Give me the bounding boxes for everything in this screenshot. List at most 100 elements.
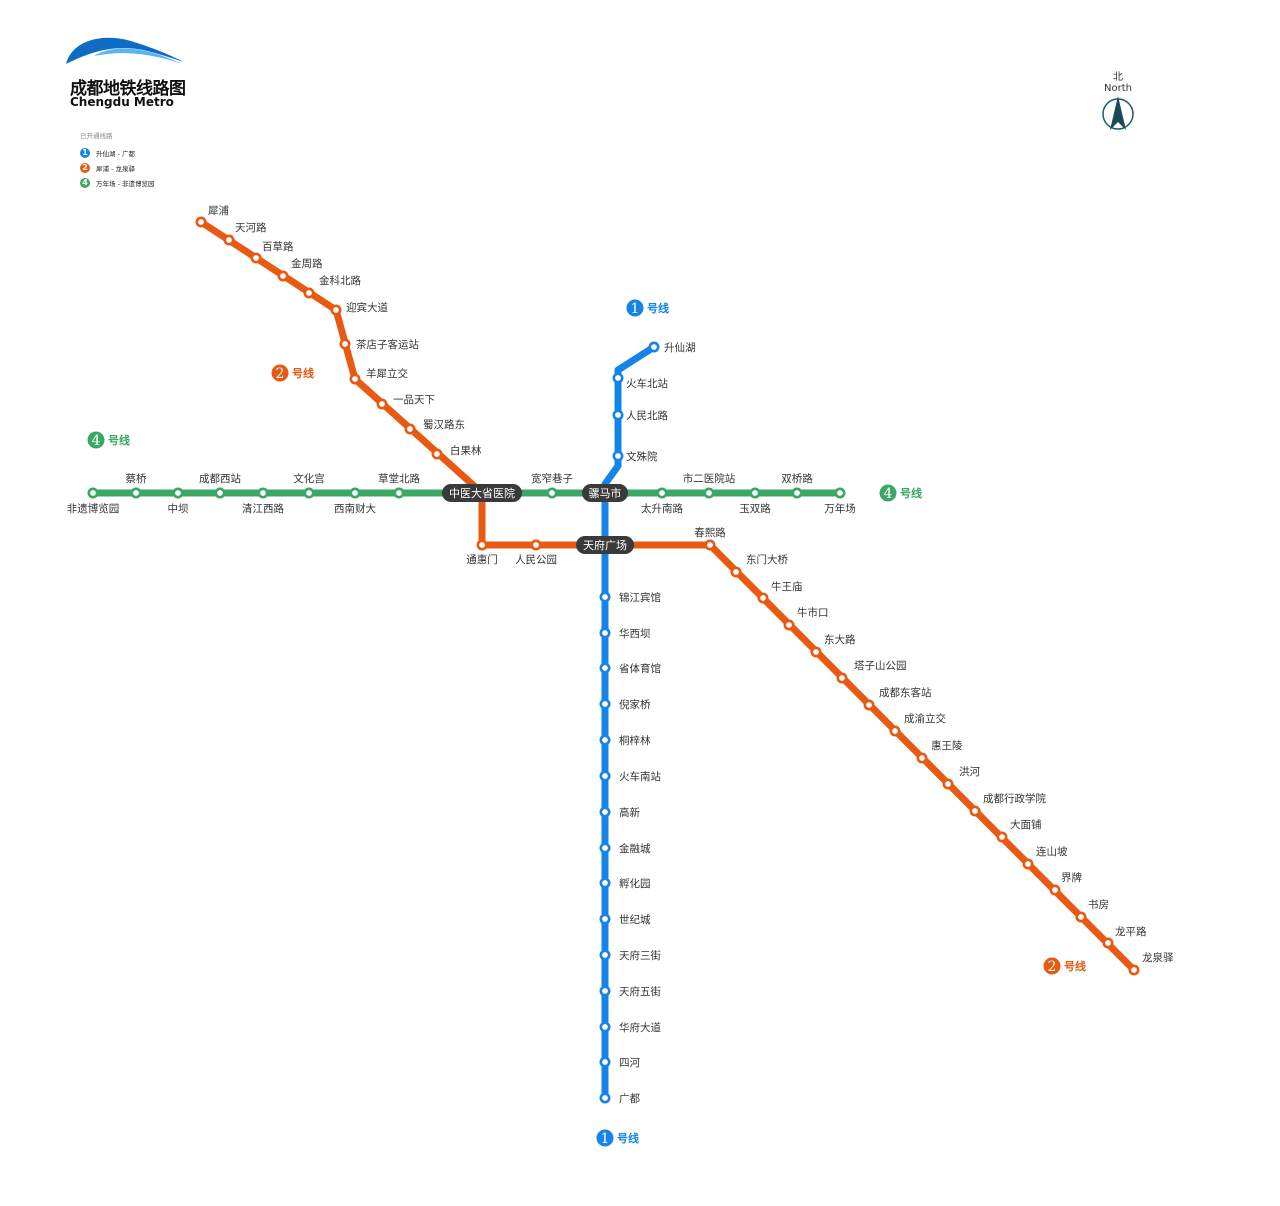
station-marker[interactable] bbox=[599, 842, 611, 854]
station-marker[interactable] bbox=[834, 487, 846, 499]
station-marker[interactable] bbox=[791, 487, 803, 499]
station[interactable]: 龙泉驿 bbox=[1128, 951, 1174, 976]
interchange-station[interactable]: 中医大省医院 bbox=[442, 484, 522, 502]
station[interactable]: 天河路 bbox=[223, 221, 267, 246]
interchange-marker[interactable] bbox=[576, 536, 634, 554]
station[interactable]: 金科北路 bbox=[303, 274, 362, 299]
station-marker[interactable] bbox=[599, 877, 611, 889]
station[interactable]: 草堂北路 bbox=[378, 472, 420, 499]
station-marker[interactable] bbox=[599, 949, 611, 961]
station[interactable]: 玉双路 bbox=[739, 487, 771, 515]
station-marker[interactable] bbox=[530, 539, 542, 551]
station-marker[interactable] bbox=[996, 831, 1008, 843]
station[interactable]: 人民北路 bbox=[612, 409, 669, 422]
station[interactable]: 书房 bbox=[1075, 898, 1109, 923]
station-marker[interactable] bbox=[303, 487, 315, 499]
station-marker[interactable] bbox=[889, 725, 901, 737]
station-marker[interactable] bbox=[130, 487, 142, 499]
station-marker[interactable] bbox=[1128, 964, 1140, 976]
station-marker[interactable] bbox=[214, 487, 226, 499]
station[interactable]: 通惠门 bbox=[466, 539, 498, 566]
station[interactable]: 成都西站 bbox=[199, 472, 241, 499]
station-marker[interactable] bbox=[404, 423, 416, 435]
station[interactable]: 高新 bbox=[599, 806, 641, 819]
station-marker[interactable] bbox=[376, 398, 388, 410]
station[interactable]: 牛王庙 bbox=[757, 580, 803, 604]
station-marker[interactable] bbox=[612, 409, 624, 421]
station-marker[interactable] bbox=[599, 985, 611, 997]
station-marker[interactable] bbox=[339, 338, 351, 350]
station[interactable]: 文化宫 bbox=[293, 472, 325, 499]
station[interactable]: 牛市口 bbox=[783, 606, 829, 631]
station-marker[interactable] bbox=[599, 591, 611, 603]
interchange-marker[interactable] bbox=[582, 484, 628, 502]
station-marker[interactable] bbox=[546, 487, 558, 499]
station[interactable]: 太升南路 bbox=[641, 487, 683, 515]
station[interactable]: 茶店子客运站 bbox=[339, 338, 420, 351]
station-marker[interactable] bbox=[172, 487, 184, 499]
station-marker[interactable] bbox=[648, 341, 660, 353]
station[interactable]: 万年场 bbox=[824, 487, 856, 515]
station[interactable]: 世纪城 bbox=[599, 913, 651, 926]
station[interactable]: 华西坝 bbox=[599, 627, 651, 640]
station[interactable]: 非遗博览园 bbox=[67, 487, 120, 515]
station-marker[interactable] bbox=[704, 539, 716, 551]
station-marker[interactable] bbox=[836, 672, 848, 684]
station-marker[interactable] bbox=[599, 1092, 611, 1104]
station[interactable]: 华府大道 bbox=[599, 1021, 662, 1034]
station[interactable]: 天府五街 bbox=[599, 985, 662, 998]
station[interactable]: 清江西路 bbox=[242, 487, 284, 515]
station-marker[interactable] bbox=[599, 1021, 611, 1033]
station[interactable]: 火车北站 bbox=[612, 372, 669, 390]
station[interactable]: 洪河 bbox=[942, 766, 981, 790]
station-marker[interactable] bbox=[1075, 911, 1087, 923]
station[interactable]: 升仙湖 bbox=[648, 341, 696, 354]
station-marker[interactable] bbox=[303, 287, 315, 299]
station-marker[interactable] bbox=[612, 450, 624, 462]
station[interactable]: 界牌 bbox=[1049, 871, 1083, 896]
station-marker[interactable] bbox=[250, 252, 262, 264]
station-marker[interactable] bbox=[749, 487, 761, 499]
station-marker[interactable] bbox=[599, 913, 611, 925]
station-marker[interactable] bbox=[656, 487, 668, 499]
station[interactable]: 宽窄巷子 bbox=[531, 472, 573, 499]
station-marker[interactable] bbox=[223, 234, 235, 246]
station[interactable]: 市二医院站 bbox=[683, 472, 736, 499]
station-marker[interactable] bbox=[599, 1056, 611, 1068]
station-marker[interactable] bbox=[393, 487, 405, 499]
station-marker[interactable] bbox=[730, 566, 742, 578]
station-marker[interactable] bbox=[863, 699, 875, 711]
station-marker[interactable] bbox=[87, 487, 99, 499]
station[interactable]: 天府三街 bbox=[599, 949, 662, 962]
station-marker[interactable] bbox=[330, 304, 342, 316]
station[interactable]: 塔子山公园 bbox=[836, 659, 907, 684]
station-marker[interactable] bbox=[1022, 858, 1034, 870]
station-marker[interactable] bbox=[916, 752, 928, 764]
station-marker[interactable] bbox=[1102, 937, 1114, 949]
station-marker[interactable] bbox=[277, 270, 289, 282]
station-marker[interactable] bbox=[942, 778, 954, 790]
station-marker[interactable] bbox=[431, 448, 443, 460]
station[interactable]: 犀浦 bbox=[195, 204, 230, 228]
station-marker[interactable] bbox=[599, 770, 611, 782]
station-marker[interactable] bbox=[783, 619, 795, 631]
station[interactable]: 惠王陵 bbox=[916, 739, 963, 764]
station-marker[interactable] bbox=[349, 373, 361, 385]
station[interactable]: 文殊院 bbox=[612, 450, 658, 463]
station[interactable]: 百草路 bbox=[250, 240, 294, 264]
station[interactable]: 桐梓林 bbox=[599, 734, 651, 747]
station[interactable]: 成都东客站 bbox=[863, 686, 932, 711]
station[interactable]: 金融城 bbox=[599, 842, 651, 855]
station[interactable]: 四河 bbox=[599, 1056, 641, 1069]
station[interactable]: 龙平路 bbox=[1102, 925, 1147, 949]
station-marker[interactable] bbox=[599, 806, 611, 818]
interchange-station[interactable]: 骡马市 bbox=[582, 484, 628, 502]
station[interactable]: 白果林 bbox=[431, 444, 482, 460]
station-marker[interactable] bbox=[599, 662, 611, 674]
station-marker[interactable] bbox=[969, 805, 981, 817]
station[interactable]: 金周路 bbox=[277, 257, 323, 282]
station[interactable]: 火车南站 bbox=[599, 770, 662, 783]
station-marker[interactable] bbox=[757, 592, 769, 604]
station-marker[interactable] bbox=[349, 487, 361, 499]
interchange-station[interactable]: 天府广场 bbox=[576, 536, 634, 554]
